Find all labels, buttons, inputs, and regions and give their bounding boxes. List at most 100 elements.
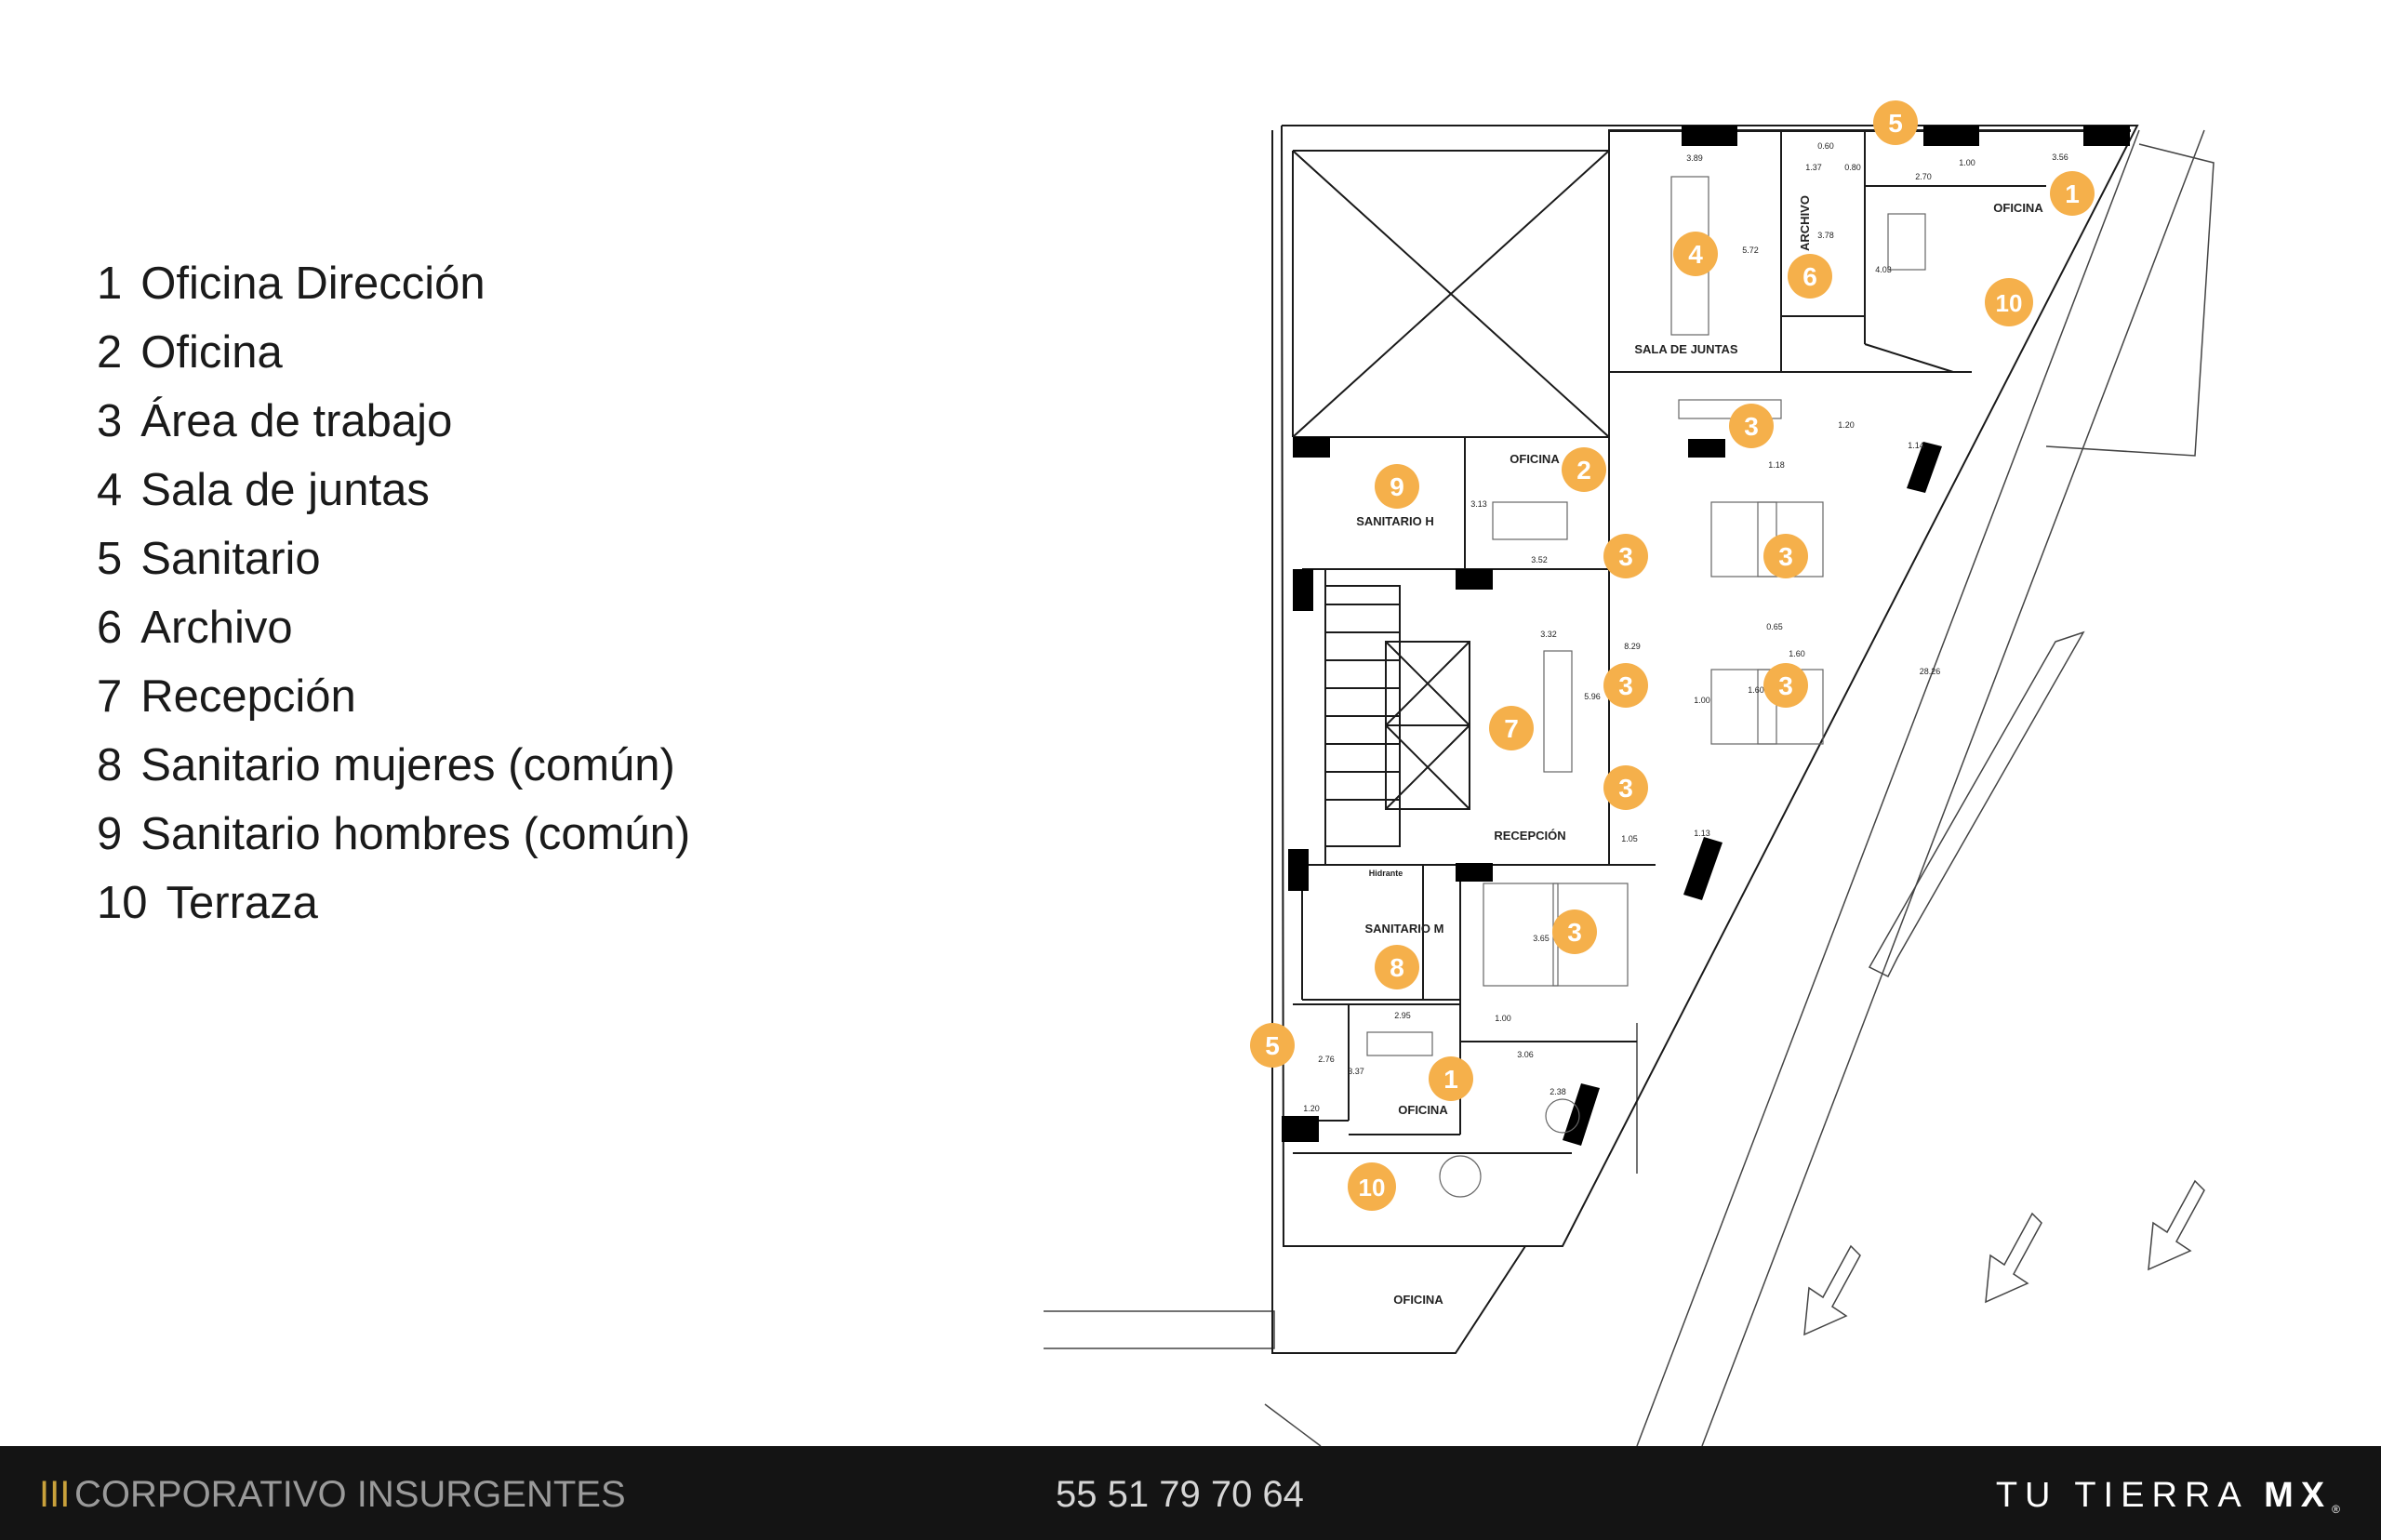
dimension-label: 0.65: [1766, 622, 1783, 631]
svg-text:1: 1: [1443, 1065, 1458, 1094]
legend-item: 9 Sanitario hombres (común): [97, 800, 690, 869]
dimension-label: 3.78: [1817, 231, 1834, 240]
dimension-label: 0.80: [1844, 163, 1861, 172]
dimension-label: 0.60: [1817, 141, 1834, 151]
dimension-label: 1.20: [1838, 420, 1855, 430]
dimension-label: 3.65: [1533, 934, 1550, 943]
legend-item: 2 Oficina: [97, 318, 690, 387]
footer-bar: III CORPORATIVO INSURGENTES 55 51 79 70 …: [0, 1446, 2381, 1540]
columns: [1282, 126, 2130, 1146]
legend-number: 5: [97, 534, 123, 584]
legend-number: 7: [97, 671, 123, 722]
marker-9: 9: [1375, 464, 1419, 509]
dimension-label: 3.06: [1517, 1050, 1534, 1059]
dimension-label: 2.95: [1394, 1011, 1411, 1020]
dimension-label: 3.37: [1348, 1067, 1364, 1076]
legend-number: 6: [97, 603, 123, 653]
legend-label: Sala de juntas: [140, 465, 430, 515]
dimension-label: 1.18: [1768, 460, 1785, 470]
room-label: Hidrante: [1369, 869, 1403, 878]
marker-2: 2: [1562, 447, 1606, 492]
svg-text:7: 7: [1504, 714, 1519, 743]
legend-label: Área de trabajo: [140, 396, 453, 446]
dimension-label: 5.72: [1742, 246, 1759, 255]
dimension-label: 2.38: [1550, 1087, 1566, 1096]
room-label: OFICINA: [1510, 452, 1560, 466]
room-label: SALA DE JUNTAS: [1634, 342, 1738, 356]
legend-label: Oficina: [140, 327, 283, 378]
legend-number: 4: [97, 465, 123, 515]
svg-text:10: 10: [1359, 1174, 1386, 1201]
svg-text:3: 3: [1778, 542, 1793, 571]
legend-number: 2: [97, 327, 123, 378]
marker-3: 3: [1603, 534, 1648, 578]
room-label: SANITARIO M: [1365, 922, 1444, 936]
dimension-label: 3.89: [1686, 153, 1703, 163]
marker-1: 1: [1429, 1056, 1473, 1101]
dimension-label: 1.13: [1694, 829, 1710, 838]
svg-text:9: 9: [1390, 472, 1404, 501]
marker-6: 6: [1788, 254, 1832, 299]
logo-mx: MX: [2264, 1476, 2333, 1515]
dimension-label: 1.05: [1621, 834, 1638, 843]
legend-label: Recepción: [140, 671, 356, 722]
legend-item: 7 Recepción: [97, 662, 690, 731]
dimension-label: 1.60: [1748, 685, 1764, 695]
marker-10: 10: [1348, 1162, 1396, 1211]
dimension-label: 3.13: [1470, 499, 1487, 509]
svg-text:3: 3: [1618, 671, 1633, 700]
dimension-label: 1.00: [1694, 696, 1710, 705]
building-walls: [1271, 125, 2139, 1354]
dimension-label: 8.29: [1624, 642, 1641, 651]
room-label: SANITARIO H: [1356, 514, 1434, 528]
marker-10: 10: [1985, 278, 2033, 326]
marker-3: 3: [1603, 765, 1648, 810]
legend-label: Sanitario hombres (común): [140, 809, 691, 859]
dimension-label: 1.00: [1959, 158, 1975, 167]
legend-number: 3: [97, 396, 123, 446]
logo-registered: ®: [2332, 1503, 2340, 1516]
dimension-label: 2.76: [1318, 1055, 1335, 1064]
street-lines: [1044, 129, 2215, 1447]
dimension-label: 4.03: [1875, 265, 1892, 274]
dimension-label: 1.20: [1303, 1104, 1320, 1113]
dimension-label: 3.32: [1540, 630, 1557, 639]
dimension-label: 3.52: [1531, 555, 1548, 564]
dimension-label: 2.70: [1915, 172, 1932, 181]
marker-5: 5: [1873, 100, 1918, 145]
logo-text: TU TIERRA: [1995, 1476, 2265, 1515]
dimension-label: 28.26: [1920, 667, 1941, 676]
svg-text:3: 3: [1778, 671, 1793, 700]
room-labels: OFICINA SALA DE JUNTAS ARCHIVO OFICINA S…: [1356, 195, 2043, 1307]
marker-4: 4: [1673, 232, 1718, 276]
floor-plan: OFICINA SALA DE JUNTAS ARCHIVO OFICINA S…: [1044, 100, 2215, 1447]
legend-number: 8: [97, 740, 123, 790]
room-label: OFICINA: [1393, 1293, 1443, 1307]
dimension-label: 1.00: [1495, 1014, 1511, 1023]
marker-3: 3: [1552, 909, 1597, 954]
svg-text:3: 3: [1618, 542, 1633, 571]
phone-number: 55 51 79 70 64: [1056, 1474, 1304, 1515]
svg-text:5: 5: [1888, 109, 1903, 138]
dimension-label: 1.60: [1789, 649, 1805, 658]
legend-label: Oficina Dirección: [140, 259, 486, 309]
legend-number: 9: [97, 809, 123, 859]
marker-8: 8: [1375, 945, 1419, 989]
dimension-labels: 3.89 0.60 1.37 0.80 2.70 1.00 3.56 5.72 …: [1303, 141, 2068, 1113]
marker-1: 1: [2050, 171, 2095, 216]
svg-text:10: 10: [1996, 289, 2023, 317]
svg-text:3: 3: [1744, 412, 1759, 441]
svg-text:2: 2: [1576, 456, 1591, 485]
dimension-label: 3.56: [2052, 153, 2068, 162]
svg-text:5: 5: [1265, 1031, 1280, 1060]
room-label: OFICINA: [1398, 1103, 1448, 1117]
direction-arrows: [1803, 1179, 2205, 1336]
brand-name: CORPORATIVO INSURGENTES: [74, 1474, 626, 1515]
marker-5: 5: [1250, 1023, 1295, 1068]
